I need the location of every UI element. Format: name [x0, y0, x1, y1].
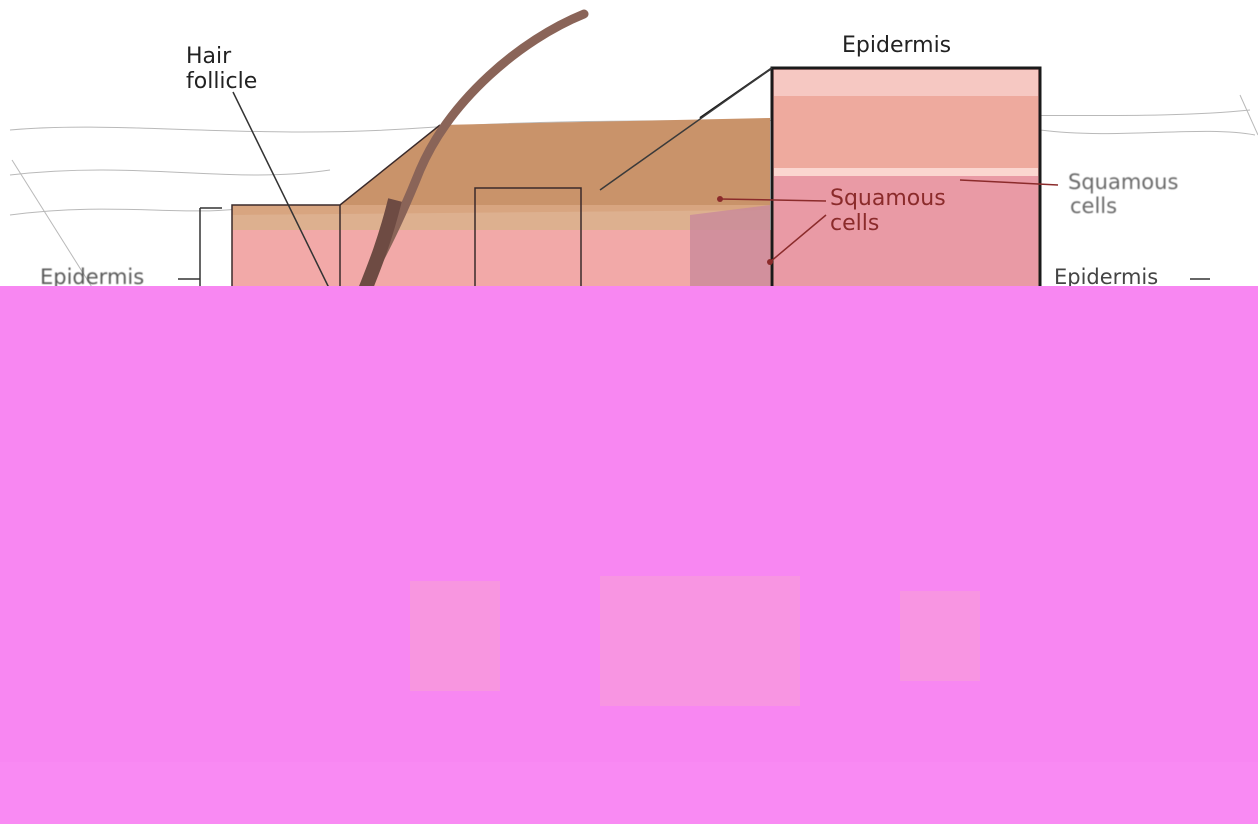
squamous-cells-right-label: Squamous cells [1068, 170, 1178, 218]
epidermis-side-shade [690, 205, 770, 290]
overlay-faint-patch-3 [900, 591, 980, 681]
squamous-cells-label: Squamous cells [830, 186, 946, 237]
hair-follicle-label-line1: Hair [186, 44, 257, 69]
squamous-cells-label-line2: cells [830, 211, 946, 236]
magenta-overlay [0, 286, 1258, 824]
epidermis-top-label: Epidermis [842, 33, 951, 58]
overlay-faint-patch-1 [410, 581, 500, 691]
squamous-cells-label-line1: Squamous [830, 186, 946, 211]
zoom-flat-cells [774, 96, 1038, 168]
zoom-boundary [774, 168, 1038, 176]
overlay-faint-patch-4 [0, 762, 1258, 824]
hair-follicle-label-line2: follicle [186, 69, 257, 94]
squamous-cells-right-label-line1: Squamous [1068, 170, 1178, 194]
zoom-top-dead-layer [774, 70, 1038, 96]
squamous-pointer-dot [717, 196, 723, 202]
overlay-faint-patch-2 [600, 576, 800, 706]
squamous-cells-right-label-line2: cells [1068, 194, 1178, 218]
stratum-corneum-top [232, 118, 770, 215]
squamous-pointer-dot-2 [767, 259, 773, 265]
hair-follicle-label: Hair follicle [186, 44, 257, 95]
